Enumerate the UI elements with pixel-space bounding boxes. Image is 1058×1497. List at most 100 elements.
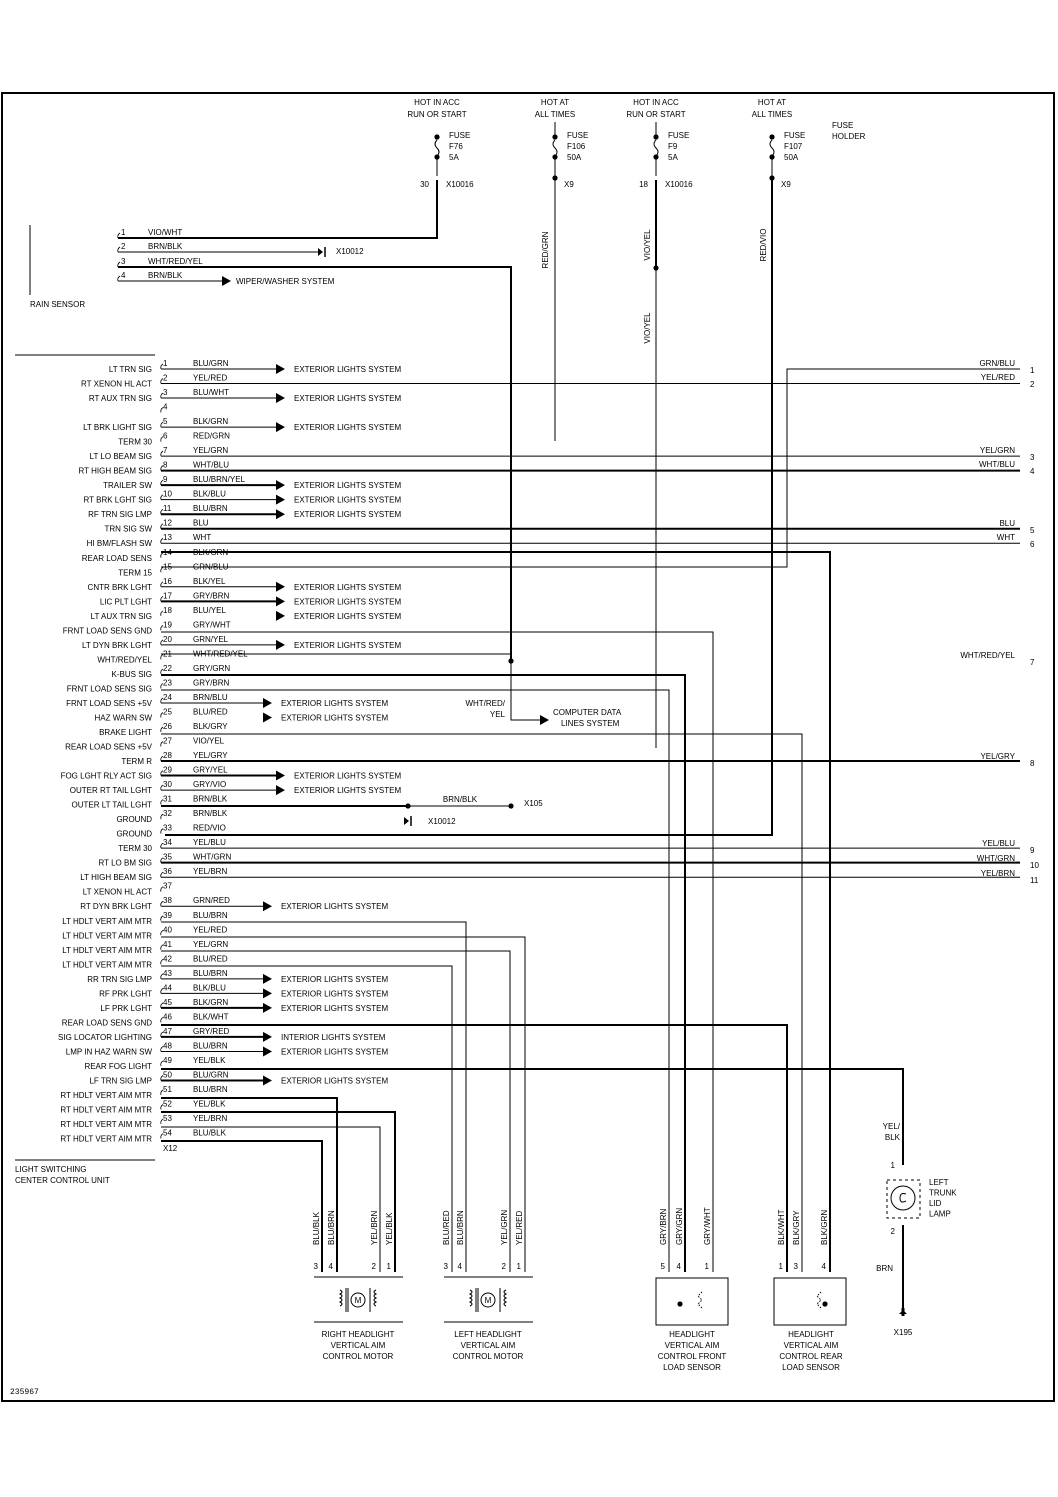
component-pin: 3 (794, 1262, 799, 1271)
pin-terminal-icon (160, 436, 164, 442)
component-wire-color: BLK/WHT (777, 1209, 786, 1245)
destination-label: EXTERIOR LIGHTS SYSTEM (281, 1076, 388, 1085)
pin-number: 1 (163, 359, 168, 368)
coil-icon (338, 1289, 343, 1307)
pin-function-label: RT HDLT VERT AIM MTR (60, 1135, 152, 1144)
component-name: HEADLIGHT (669, 1330, 715, 1339)
arrow-icon (276, 509, 285, 520)
wire-yel-blk (161, 1068, 904, 1165)
wire-color-label: BLU/GRN (193, 359, 229, 368)
wire-color-label: GRY/WHT (193, 620, 231, 629)
pin-terminal-icon (160, 450, 164, 457)
pin-terminal-icon (117, 232, 121, 239)
wire-color-label: BLK/GRN (193, 417, 228, 426)
lamp-filament-icon (899, 1193, 907, 1203)
pin-function-label: REAR LOAD SENS +5V (65, 743, 153, 752)
pin-number: 44 (163, 983, 172, 992)
feed-pin: 18 (639, 180, 648, 189)
wire-color-label: BLU/BRN/YEL (193, 475, 246, 484)
arrow-icon (263, 712, 272, 723)
destination-label: EXTERIOR LIGHTS SYSTEM (281, 989, 388, 998)
pin-number: 12 (163, 519, 172, 528)
rain-sensor-wire-color: WHT/RED/YEL (148, 257, 203, 266)
fuse-label: FUSE (449, 131, 470, 140)
destination-label: EXTERIOR LIGHTS SYSTEM (294, 496, 401, 505)
arrow-icon (276, 581, 285, 592)
pin-terminal-icon (160, 697, 164, 704)
wire-blu-red (161, 965, 453, 1272)
pin-terminal-icon (160, 1060, 164, 1067)
pin-number: 25 (163, 707, 172, 716)
trunk-lamp-name: TRUNK (929, 1189, 957, 1198)
wire-color-label: BRN/BLK (443, 795, 478, 804)
component-wire-color: YEL/GRN (500, 1210, 509, 1245)
wire-color-label: RED/VIO (759, 229, 768, 262)
ground-icon (899, 1310, 907, 1314)
arrow-icon (276, 610, 285, 621)
arrow-icon (263, 1031, 272, 1042)
destination-label: EXTERIOR LIGHTS SYSTEM (294, 510, 401, 519)
right-wire-color: YEL/GRY (980, 752, 1015, 761)
component-name: CONTROL FRONT (658, 1352, 727, 1361)
pin-number: 49 (163, 1056, 172, 1065)
wire-color-label: BLK/YEL (193, 577, 226, 586)
pin-function-label: WHT/RED/YEL (97, 655, 152, 664)
fuse-label: FUSE (784, 131, 805, 140)
arrow-icon (263, 901, 272, 912)
component-wire-color: BLU/RED (442, 1210, 451, 1245)
wire-color-label: BLU/WHT (193, 388, 229, 397)
connector-icon (404, 817, 409, 825)
right-wire-color: YEL/BLU (982, 839, 1015, 848)
pin-function-label: FRNT LOAD SENS GND (63, 626, 152, 635)
pin-terminal-icon (160, 915, 164, 921)
wire-color-label: YEL/BRN (193, 1114, 227, 1123)
pin-number: 54 (163, 1129, 172, 1138)
fuse-terminal (653, 134, 659, 140)
fuse-icon (653, 139, 659, 157)
pin-number: 3 (163, 388, 168, 397)
pin-number: 23 (163, 678, 172, 687)
pin-function-label: RT LO BM SIG (99, 859, 153, 868)
motor-icon (480, 1292, 496, 1308)
arrow-icon (263, 973, 272, 984)
wire-color-label: BLK/BLU (193, 983, 226, 992)
pin-terminal-icon (160, 1017, 164, 1023)
pin-terminal-icon (160, 1075, 164, 1081)
pin-function-label: HI BM/FLASH SW (87, 539, 153, 548)
lamp-icon (890, 1185, 916, 1211)
component-wire-color: YEL/BRN (370, 1211, 379, 1245)
pin-function-label: LT DYN BRK LGHT (82, 641, 152, 650)
wire-color-label: GRN/YEL (193, 635, 229, 644)
pin-function-label: LT HIGH BEAM SIG (80, 873, 152, 882)
component-pin: 2 (502, 1262, 507, 1271)
destination-label: EXTERIOR LIGHTS SYSTEM (294, 423, 401, 432)
fuse-rating: 50A (784, 153, 799, 162)
arrow-icon (263, 1046, 272, 1057)
arrow-icon (263, 1075, 272, 1086)
component-pin: 4 (822, 1262, 827, 1271)
component-pin: 4 (329, 1262, 334, 1271)
wire-color-label: RED/GRN (541, 231, 550, 268)
pin-number: 33 (163, 824, 172, 833)
pin-terminal-icon (160, 973, 164, 979)
pin-terminal-icon (160, 465, 164, 471)
trunk-lamp-body (886, 1179, 921, 1219)
ground-id: X10012 (428, 817, 456, 826)
pin-terminal-icon (160, 378, 164, 384)
fuse-label: FUSE (668, 131, 689, 140)
fuse-rating: 5A (449, 153, 459, 162)
pin-number: 48 (163, 1041, 172, 1050)
pin-number: 11 (163, 504, 172, 513)
pin-terminal-icon (160, 929, 164, 936)
splice-dot (769, 175, 775, 181)
wire-wht-red-yel (510, 661, 540, 721)
wire-yel-red (161, 936, 526, 1272)
pin-number: 22 (163, 664, 172, 673)
arrow-icon (263, 1002, 272, 1013)
pin-terminal-icon (160, 566, 164, 573)
wire-color-label: GRY/GRN (193, 664, 230, 673)
right-connector-pin: 11 (1030, 876, 1039, 885)
pin-terminal-icon (160, 726, 164, 733)
component-name: RIGHT HEADLIGHT (322, 1330, 395, 1339)
